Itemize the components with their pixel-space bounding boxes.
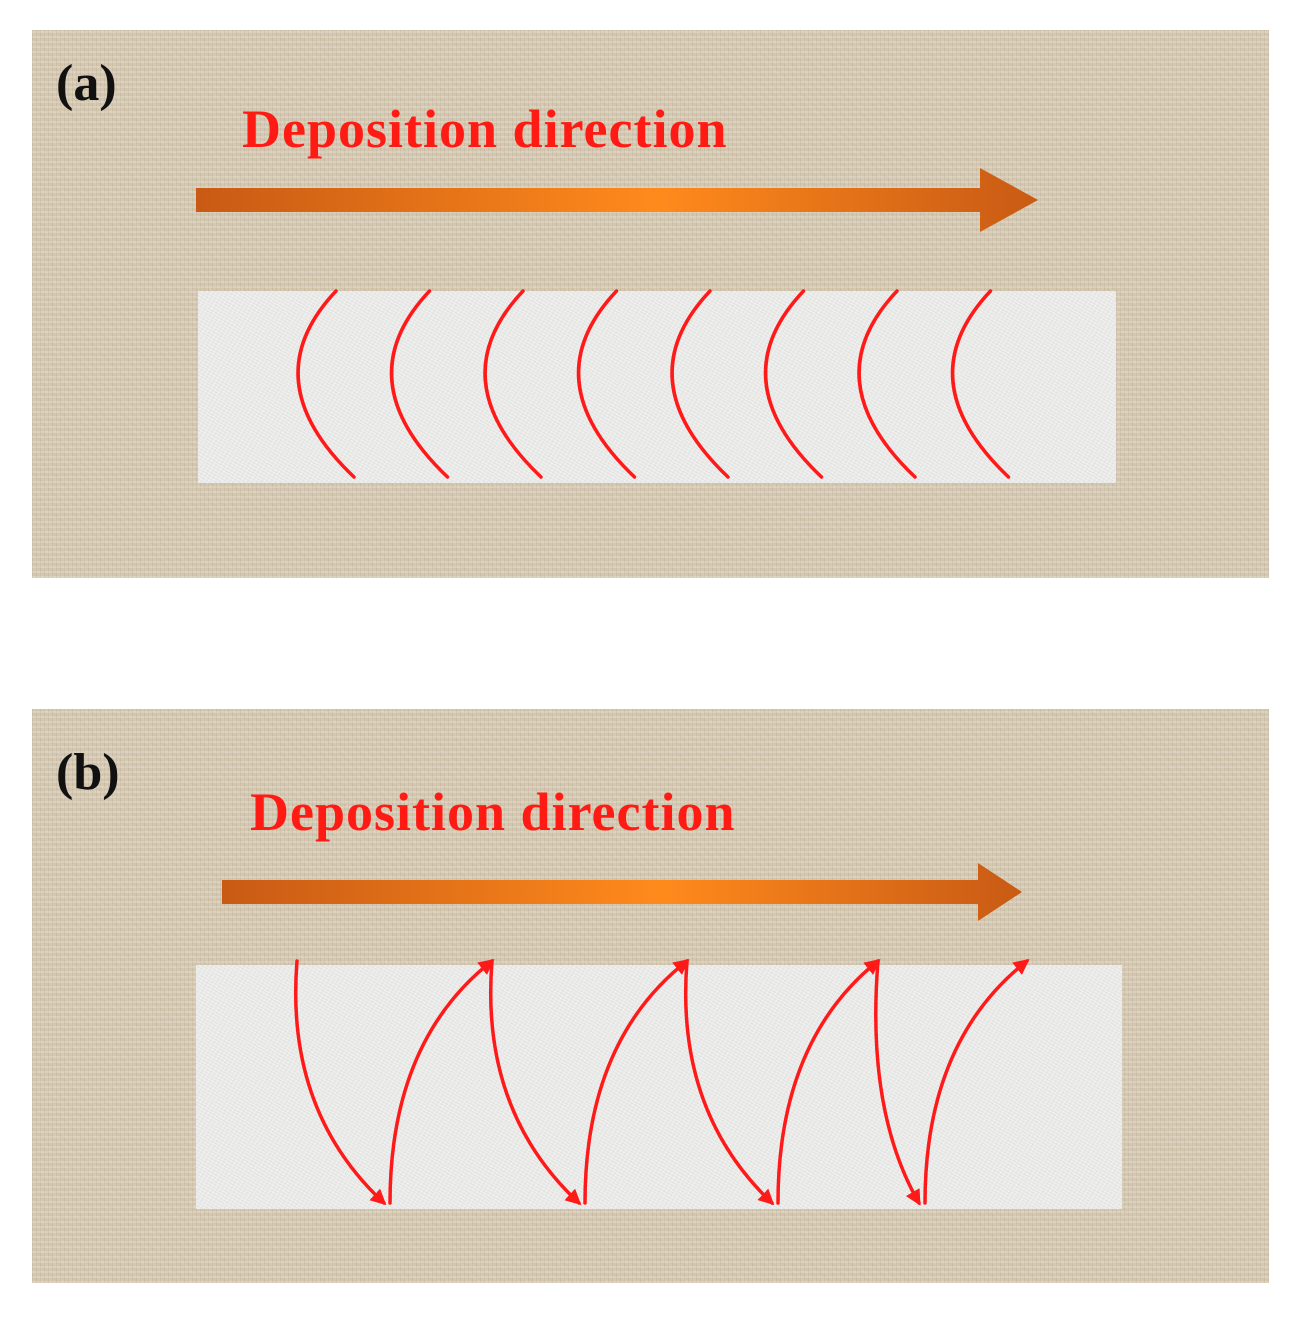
weld-arc-stroke bbox=[763, 289, 824, 479]
zigzag-down-arrow bbox=[293, 959, 387, 1206]
zigzag-up-arrow bbox=[388, 959, 495, 1205]
zigzag-down-arrow bbox=[874, 959, 921, 1206]
specimen-a bbox=[198, 291, 1116, 483]
panel-a: (a) Deposition direction bbox=[32, 30, 1269, 578]
arrow-shape-b bbox=[222, 863, 1022, 921]
panel-b: (b) Deposition direction bbox=[32, 709, 1269, 1283]
arc-strokes-a bbox=[296, 289, 1011, 479]
zigzag-down-arrow bbox=[683, 959, 775, 1206]
weld-arc-stroke bbox=[857, 289, 917, 479]
panel-label-a: (a) bbox=[56, 55, 117, 112]
zigzag-strokes-b bbox=[293, 959, 1030, 1206]
zigzag-up-arrow bbox=[583, 959, 690, 1205]
weld-arc-stroke bbox=[389, 289, 450, 479]
arrow-shape-a bbox=[196, 168, 1038, 232]
panel-label-b: (b) bbox=[56, 744, 120, 801]
weld-arc-stroke bbox=[576, 289, 637, 479]
weld-arc-stroke bbox=[296, 289, 356, 479]
deposition-arrow-a bbox=[196, 168, 1038, 232]
zigzag-up-arrow bbox=[923, 959, 1030, 1205]
zigzag-up-arrow bbox=[776, 959, 881, 1205]
specimen-b bbox=[196, 965, 1122, 1209]
weld-arc-stroke bbox=[483, 289, 543, 479]
deposition-arrow-b bbox=[222, 863, 1022, 921]
zigzag-down-arrow bbox=[488, 959, 582, 1206]
weld-arc-stroke bbox=[950, 289, 1011, 479]
deposition-direction-title-a: Deposition direction bbox=[242, 99, 728, 159]
deposition-direction-title-b: Deposition direction bbox=[250, 782, 736, 842]
weld-arc-stroke bbox=[670, 289, 730, 479]
